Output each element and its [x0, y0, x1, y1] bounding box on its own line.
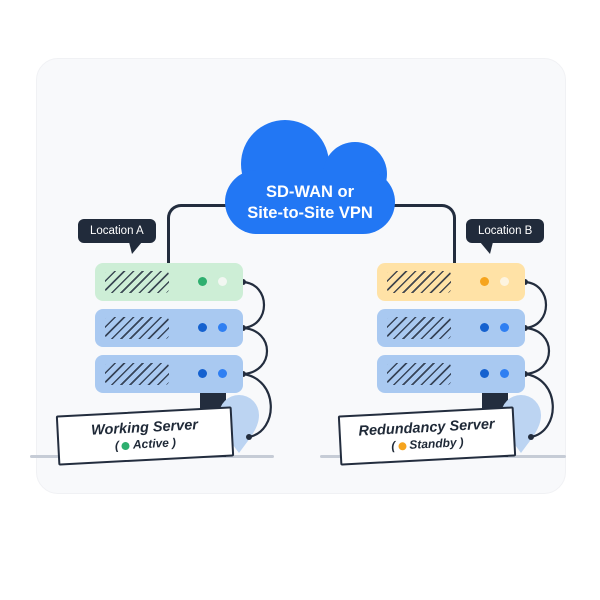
cloud-label: SD-WAN or Site-to-Site VPN: [225, 182, 395, 224]
connector-line-right: [373, 204, 456, 269]
server-unit: [95, 309, 243, 347]
led-indicator: [198, 323, 207, 332]
led-indicator: [480, 369, 489, 378]
status-open-paren: (: [114, 438, 120, 453]
status-open-paren: (: [390, 438, 396, 453]
status-close-paren: ): [171, 435, 177, 450]
standby-status-dot: [398, 441, 407, 451]
server-unit: [95, 355, 243, 393]
cloud-base: [225, 170, 395, 234]
server-vent-icon: [105, 317, 169, 339]
active-status-dot: [121, 441, 131, 450]
redundancy-server-stack: Redundancy Server ( Standby): [337, 263, 554, 466]
led-indicator: [198, 277, 207, 286]
location-b-badge: Location B: [466, 219, 545, 254]
location-a-badge: Location A: [78, 219, 156, 254]
server-unit: [377, 355, 525, 393]
server-unit: [377, 263, 525, 301]
working-server-nameplate: Working Server ( Active): [55, 406, 235, 466]
server-unit: [377, 309, 525, 347]
connector-line-left: [167, 204, 250, 269]
led-indicator: [480, 277, 489, 286]
server-unit: [95, 263, 243, 301]
redundancy-server-nameplate: Redundancy Server ( Standby): [337, 406, 517, 466]
cloud-label-line1: SD-WAN or: [266, 183, 354, 201]
redundancy-server-status: ( Standby): [391, 435, 464, 454]
cable-loops-icon: [522, 279, 554, 440]
led-indicator: [218, 369, 227, 378]
cable-loops-icon: [240, 279, 272, 440]
led-indicator: [500, 323, 509, 332]
server-vent-icon: [387, 271, 451, 293]
status-label: Standby: [408, 435, 457, 452]
server-vent-icon: [105, 271, 169, 293]
led-indicator: [480, 323, 489, 332]
vpn-cloud-icon: SD-WAN or Site-to-Site VPN: [225, 120, 395, 234]
status-close-paren: ): [459, 435, 464, 450]
cloud-label-line2: Site-to-Site VPN: [247, 204, 373, 222]
status-label: Active: [132, 435, 170, 452]
led-indicator: [500, 277, 509, 286]
working-server-stack: Working Server ( Active): [55, 263, 272, 466]
led-indicator: [218, 277, 227, 286]
location-a-label: Location A: [90, 225, 144, 237]
led-indicator: [218, 323, 227, 332]
led-indicator: [198, 369, 207, 378]
server-vent-icon: [105, 363, 169, 385]
server-vent-icon: [387, 363, 451, 385]
led-indicator: [500, 369, 509, 378]
server-vent-icon: [387, 317, 451, 339]
location-b-label: Location B: [478, 225, 533, 237]
working-server-status: ( Active): [115, 435, 177, 453]
